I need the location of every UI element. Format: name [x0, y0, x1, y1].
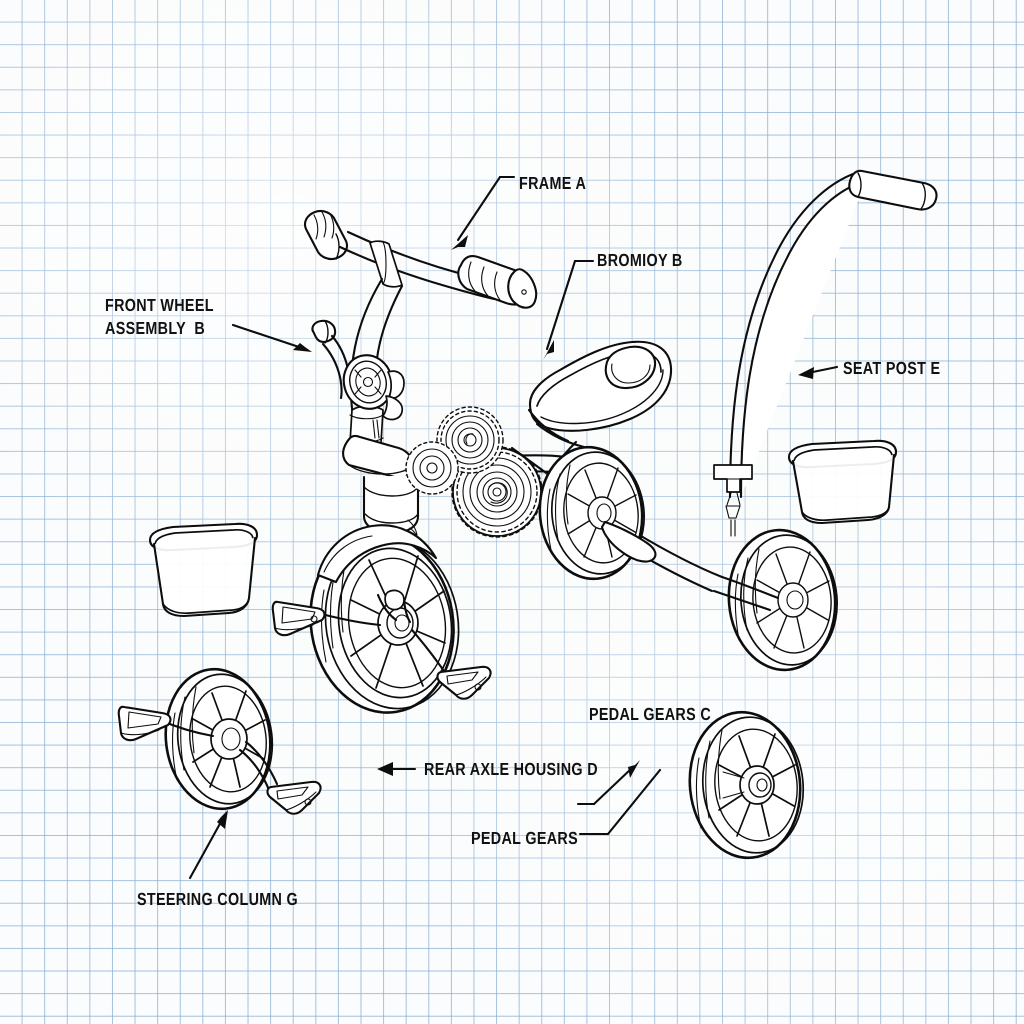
loose-wheel-right-part — [688, 710, 805, 860]
rear-wheel-left-part — [538, 445, 657, 581]
leader-seat-post — [798, 365, 839, 379]
pedal-right-part — [410, 628, 492, 700]
gear-idler-part — [405, 441, 459, 495]
front-wheel-part — [309, 524, 460, 714]
leader-steering-column — [188, 810, 228, 880]
callout-pedal-gears-c: PEDAL GEARS C — [589, 704, 712, 724]
loose-wheel-left-part — [117, 667, 322, 815]
leader-pedal-gears — [578, 768, 662, 836]
basket-rear-part — [787, 439, 898, 525]
callout-steering-column: STEERING COLUMN G — [137, 889, 299, 909]
callout-seat-post: SEAT POST E — [843, 358, 941, 378]
leader-front-wheel — [231, 323, 312, 352]
leader-pedal-gears-c — [576, 760, 640, 806]
push-handle-part — [713, 169, 938, 537]
saddle-part — [527, 340, 673, 449]
leader-bromioy — [543, 259, 595, 360]
bell-part — [311, 319, 405, 421]
leader-rear-axle — [377, 762, 417, 776]
callout-frame: FRAME A — [519, 173, 587, 193]
pedal-left-part — [271, 600, 382, 637]
handlebar-part — [303, 209, 538, 448]
callout-front-wheel-assembly: FRONT WHEEL ASSEMBLY B — [105, 295, 214, 338]
callout-rear-axle-housing: REAR AXLE HOUSING D — [424, 759, 598, 779]
rear-wheel-right-part — [712, 528, 839, 672]
basket-front-part — [148, 522, 259, 618]
callout-bromioy: BROMIOY B — [597, 250, 683, 270]
leader-lines — [188, 175, 839, 880]
callout-pedal-gears: PEDAL GEARS — [471, 828, 579, 848]
leader-frame — [451, 175, 516, 250]
